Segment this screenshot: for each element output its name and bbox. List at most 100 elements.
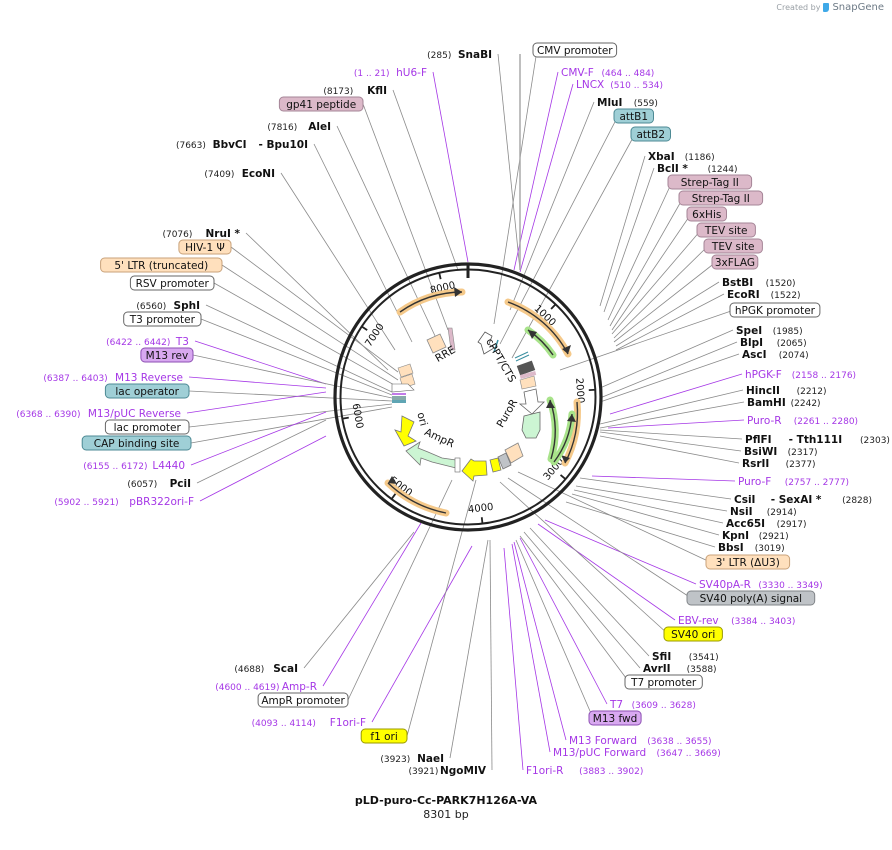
enzyme-label[interactable]: SnaBI(285) [427, 49, 492, 61]
primer-label[interactable]: M13 Forward(3638 .. 3655) [569, 735, 712, 747]
enzyme-label[interactable]: NsiI(2914) [730, 506, 797, 518]
feature-label[interactable]: RSV promoter [129, 275, 215, 291]
enzyme-name: BstBI [722, 277, 753, 289]
enzyme-label[interactable]: HincII(2212) [746, 385, 827, 397]
enzyme-label[interactable]: PciI(6057) [127, 478, 191, 490]
feature-label[interactable]: AmpR promoter [257, 692, 349, 708]
primer-label[interactable]: Puro-F(2757 .. 2777) [738, 476, 849, 488]
enzyme-label[interactable]: XbaI(1186) [648, 151, 715, 163]
feature-label[interactable]: hPGK promoter [729, 302, 821, 318]
enzyme-label[interactable]: SfiI(3541) [652, 651, 719, 663]
enzyme-name: Acc65I [726, 518, 765, 530]
enzyme-label[interactable]: NruI *(7076) [162, 228, 240, 240]
feature-name: T7 promoter [630, 677, 697, 689]
enzyme-label[interactable]: CsiI- SexAI *(2828) [734, 494, 872, 506]
enzyme-label[interactable]: Acc65I(2917) [726, 518, 807, 530]
feature-name: attB1 [619, 111, 648, 123]
enzyme-label[interactable]: NgoMIV(3921) [408, 765, 486, 777]
feature-label[interactable]: HIV-1 Ψ [178, 239, 232, 255]
primer-name: hPGK-F [745, 369, 782, 381]
enzyme-label[interactable]: NaeI(3923) [380, 753, 444, 765]
enzyme-label[interactable]: AvrII(3588) [643, 663, 717, 675]
feature-label[interactable]: lac promoter [104, 419, 190, 435]
primer-name: Puro-F [738, 476, 771, 488]
primer-label[interactable]: F1ori-R(3883 .. 3902) [526, 765, 643, 777]
primer-label[interactable]: F1ori-F(4093 .. 4114) [252, 717, 366, 729]
feature-label[interactable]: T7 promoter [624, 674, 703, 690]
primer-label[interactable]: M13/pUC Forward(3647 .. 3669) [553, 747, 721, 759]
feature-name: RSV promoter [136, 278, 210, 290]
enzyme-label[interactable]: EcoRI(1522) [727, 289, 801, 301]
enzyme-label[interactable]: AleI(7816) [267, 121, 331, 133]
primer-pos: (1 .. 21) [354, 69, 390, 79]
feature-label[interactable]: M13 rev [140, 347, 194, 363]
enzyme-name: SfiI [652, 651, 671, 663]
enzyme-name: SnaBI [458, 49, 492, 61]
feature-label[interactable]: T3 promoter [123, 311, 202, 327]
primer-label[interactable]: Puro-R(2261 .. 2280) [747, 415, 858, 427]
feature-label[interactable]: Strep-Tag II [678, 190, 764, 206]
enzyme-label[interactable]: ScaI(4688) [234, 663, 298, 675]
feature-label[interactable]: lac operator [104, 383, 190, 399]
feature-label[interactable]: attB2 [630, 126, 671, 142]
enzyme-label[interactable]: BbsI(3019) [718, 542, 785, 554]
enzyme-label[interactable]: BstBI(1520) [722, 277, 796, 289]
enzyme-label[interactable]: AscI(2074) [742, 349, 809, 361]
primer-label[interactable]: EBV-rev(3384 .. 3403) [678, 615, 795, 627]
primer-label[interactable]: L4440(6155 .. 6172) [83, 460, 185, 472]
tick-label: 6000 [350, 403, 365, 430]
primer-name: M13 Reverse [115, 372, 183, 384]
enzyme-label[interactable]: PflFI- Tth111I(2303) [745, 434, 890, 446]
feature-label[interactable]: 3' LTR (ΔU3) [705, 554, 791, 570]
enzyme-label[interactable]: KpnI(2921) [722, 530, 789, 542]
feature-label[interactable]: M13 fwd [588, 710, 642, 726]
feature-label[interactable]: Strep-Tag II [667, 174, 753, 190]
enzyme-pos: (2921) [759, 532, 789, 542]
primer-label[interactable]: M13 Reverse(6387 .. 6403) [43, 372, 183, 384]
feature-box [686, 590, 816, 606]
primer-label[interactable]: CMV-F(464 .. 484) [561, 67, 654, 79]
feature-box [705, 554, 791, 570]
feature-label[interactable]: SV40 poly(A) signal [686, 590, 816, 606]
primer-label[interactable]: M13/pUC Reverse(6368 .. 6390) [16, 408, 181, 420]
feature-label[interactable]: 5' LTR (truncated) [100, 257, 223, 273]
enzyme-label[interactable]: EcoNI(7409) [204, 168, 275, 180]
primer-label[interactable]: SV40pA-R(3330 .. 3349) [699, 579, 823, 591]
enzyme-pos: (1522) [771, 291, 801, 301]
enzyme-label[interactable]: BclI *(1244) [657, 163, 738, 175]
feature-label[interactable]: 3xFLAG [711, 254, 759, 270]
feature-label[interactable]: 6xHis [686, 206, 727, 222]
feature-label[interactable]: CAP binding site [81, 435, 192, 451]
primer-label[interactable]: T7(3609 .. 3628) [609, 699, 696, 711]
feature-label[interactable]: TEV site [703, 238, 763, 254]
inner-feature-label: AmpR [423, 426, 457, 450]
primer-label[interactable]: Amp-R(4600 .. 4619) [215, 681, 317, 693]
feature-label[interactable]: f1 ori [360, 728, 408, 744]
feature-label[interactable]: gp41 peptide [278, 96, 364, 112]
feature-box [278, 96, 364, 112]
enzyme-label[interactable]: RsrII(2377) [742, 458, 816, 470]
feature-label[interactable]: CMV promoter [532, 42, 618, 58]
feature-label[interactable]: attB1 [613, 108, 654, 124]
enzyme-label[interactable]: MluI(559) [597, 97, 658, 109]
feature-label[interactable]: TEV site [696, 222, 756, 238]
enzyme-name: NaeI [417, 753, 444, 765]
ampr-promoter-box [454, 457, 461, 473]
enzyme-label[interactable]: BlpI(2065) [740, 337, 807, 349]
enzyme-label[interactable]: KflI(8173) [323, 85, 387, 97]
feature-label[interactable]: SV40 ori [663, 626, 723, 642]
primer-label[interactable]: hU6-F(1 .. 21) [354, 67, 427, 79]
enzyme-label[interactable]: BsiWI(2317) [744, 446, 818, 458]
feature-box [703, 238, 763, 254]
enzyme-extra: - SexAI * [771, 494, 822, 506]
enzyme-label[interactable]: BamHI(2242) [747, 397, 821, 409]
primer-label[interactable]: LNCX(510 .. 534) [576, 79, 663, 91]
enzyme-label[interactable]: SpeI(1985) [736, 325, 803, 337]
primer-label[interactable]: hPGK-F(2158 .. 2176) [745, 369, 856, 381]
primer-label[interactable]: T3(6422 .. 6442) [106, 336, 189, 348]
enzyme-label[interactable]: SphI(6560) [136, 300, 200, 312]
enzyme-pos: (3921) [408, 767, 438, 777]
primer-label[interactable]: pBR322ori-F(5902 .. 5921) [54, 496, 194, 508]
primer-pos: (464 .. 484) [602, 69, 655, 79]
